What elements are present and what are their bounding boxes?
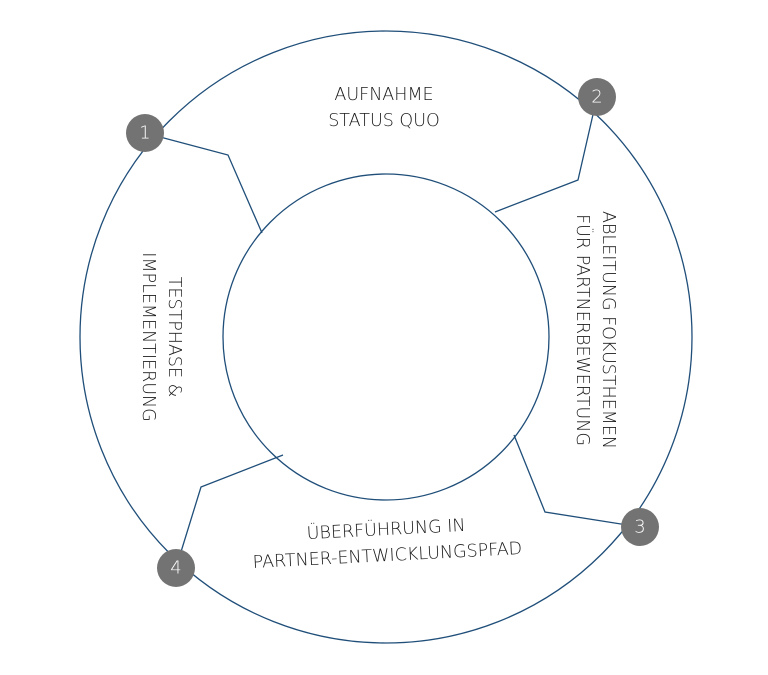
segment-3-line1: ÜBERFÜHRUNG IN (306, 514, 466, 544)
divider-1 (144, 132, 263, 234)
step-badge-3: 3 (621, 508, 659, 546)
step-badge-1: 1 (126, 114, 164, 152)
step-number: 1 (139, 123, 150, 144)
segment-1-line1: AUFNAHME (334, 85, 433, 105)
segment-2-line1: ABLEITUNG FOKUSTHEMEN (598, 211, 618, 449)
segment-label-implementierung: TESTPHASE & IMPLEMENTIERUNG (138, 252, 184, 421)
step-badge-2: 2 (578, 78, 616, 116)
segment-4-line2: IMPLEMENTIERUNG (138, 252, 158, 421)
step-badge-4: 4 (157, 549, 195, 587)
step-number: 2 (591, 87, 602, 108)
outer-ring (79, 30, 693, 644)
divider-2 (494, 96, 598, 213)
inner-circle (222, 173, 550, 501)
segment-label-fokusthemen: ABLEITUNG FOKUSTHEMEN FÜR PARTNERBEWERTU… (572, 211, 618, 449)
step-number: 3 (634, 517, 645, 538)
step-number: 4 (170, 558, 181, 579)
divider-4 (175, 454, 284, 569)
segment-label-partner-entwicklungspfad: ÜBERFÜHRUNG IN PARTNER-ENTWICKLUNGSPFAD (252, 514, 522, 573)
segment-2-line2: FÜR PARTNERBEWERTUNG (572, 214, 594, 446)
segment-label-status-quo: AUFNAHME STATUS QUO (328, 85, 440, 131)
segment-4-line1: TESTPHASE & (164, 277, 184, 398)
segment-3-line2: PARTNER-ENTWICKLUNGSPFAD (252, 539, 522, 573)
segment-1-line2: STATUS QUO (328, 111, 440, 131)
divider-3 (513, 434, 641, 528)
